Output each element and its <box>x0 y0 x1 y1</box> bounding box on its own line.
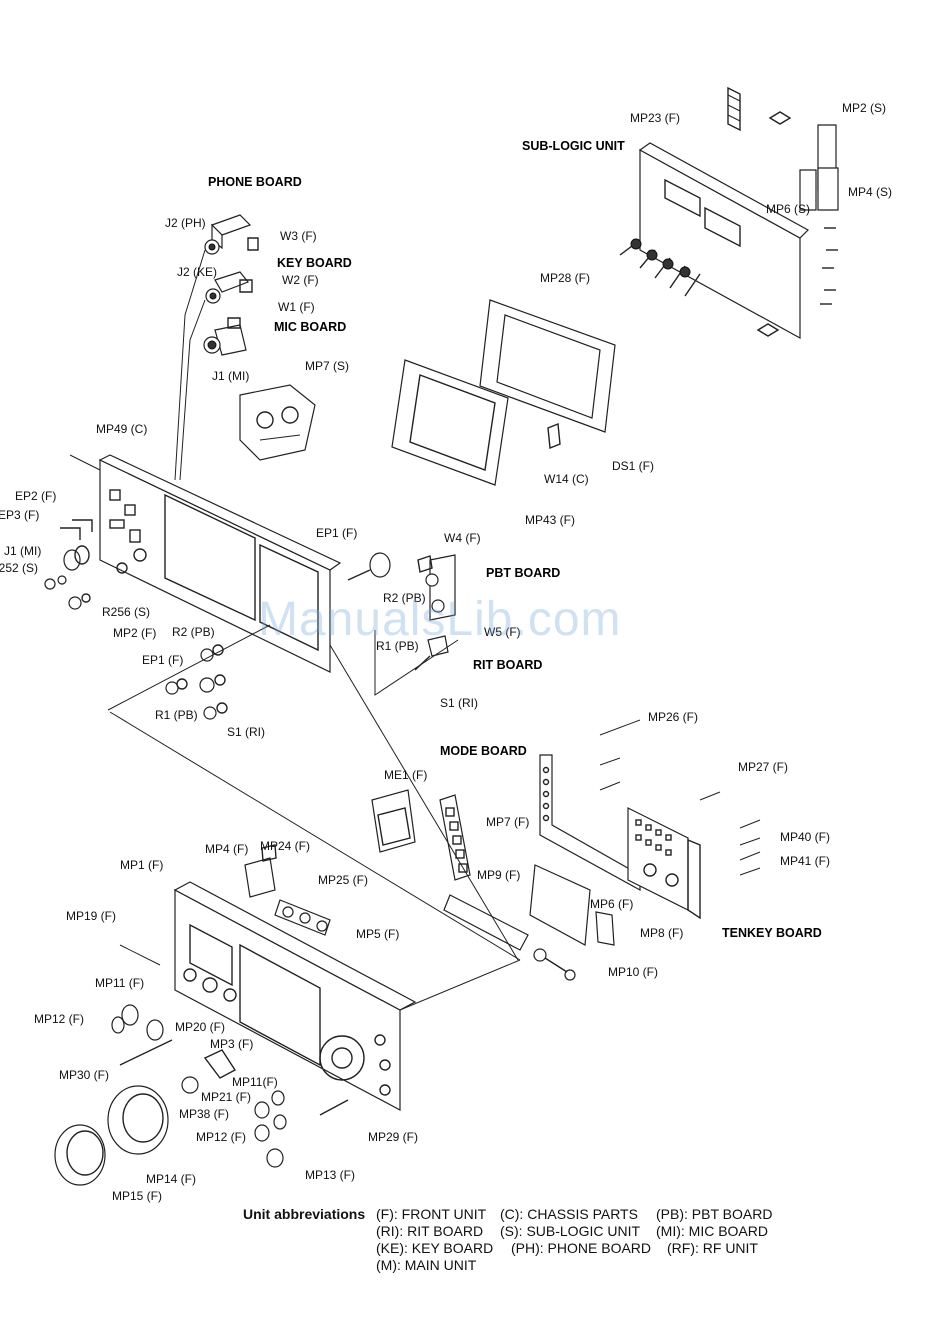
label-s1-ri: S1 (RI) <box>440 696 478 710</box>
legend-item: (KE): KEY BOARD <box>376 1240 494 1256</box>
keypad-parts-drawing <box>371 789 615 981</box>
label-mp12: MP12 (F) <box>34 1012 84 1026</box>
legend-item: (S): SUB-LOGIC UNIT <box>500 1223 641 1239</box>
knobs-dial-drawing <box>54 1004 349 1186</box>
mp7-s-drawing <box>239 384 316 461</box>
label-mp21: MP21 (F) <box>201 1090 251 1104</box>
label-mp10: MP10 (F) <box>608 965 658 979</box>
jack-boards-drawing <box>174 214 259 481</box>
label-w5: W5 (F) <box>484 625 521 639</box>
label-mp49: MP49 (C) <box>96 422 147 436</box>
label-mp11-b: MP11(F) <box>232 1075 278 1089</box>
label-mp3: MP3 (F) <box>210 1037 253 1051</box>
label-w1: W1 (F) <box>278 300 315 314</box>
label-s1-ri-left: S1 (RI) <box>227 725 265 739</box>
legend-item: (MI): MIC BOARD <box>656 1223 768 1239</box>
label-mp28: MP28 (F) <box>540 271 590 285</box>
front-panel-drawing <box>119 881 417 1111</box>
label-mp8: MP8 (F) <box>640 926 683 940</box>
label-mp6-s: MP6 (S) <box>766 202 810 216</box>
label-mp9: MP9 (F) <box>477 868 520 882</box>
mode-tenkey-drawing <box>539 719 761 920</box>
legend-title: Unit abbreviations <box>243 1206 366 1222</box>
label-mp24: MP24 (F) <box>260 839 310 853</box>
label-mp19: MP19 (F) <box>66 909 116 923</box>
legend-item: (PB): PBT BOARD <box>656 1206 773 1222</box>
lcd-display-drawing <box>391 299 616 486</box>
label-mp2-s: MP2 (S) <box>842 101 886 115</box>
label-tenkey-board: TENKEY BOARD <box>722 926 822 940</box>
label-mp40: MP40 (F) <box>780 830 830 844</box>
legend-item: (F): FRONT UNIT <box>376 1206 487 1222</box>
label-mp2-f: MP2 (F) <box>113 626 156 640</box>
label-ep1-top: EP1 (F) <box>316 526 357 540</box>
label-ep3: EP3 (F) <box>0 508 39 522</box>
label-mp15: MP15 (F) <box>112 1189 162 1203</box>
label-j1-mi: J1 (MI) <box>4 544 41 558</box>
label-key-board: KEY BOARD <box>277 256 352 270</box>
switch-parts-drawing <box>244 844 331 936</box>
label-mp26: MP26 (F) <box>648 710 698 724</box>
legend-item: (M): MAIN UNIT <box>376 1257 477 1273</box>
label-mp43: MP43 (F) <box>525 513 575 527</box>
label-mp23: MP23 (F) <box>630 111 680 125</box>
label-mp38: MP38 (F) <box>179 1107 229 1121</box>
label-mp1: MP1 (F) <box>120 858 163 872</box>
label-mp7-f: MP7 (F) <box>486 815 529 829</box>
label-w14: W14 (C) <box>544 472 589 486</box>
label-mp20: MP20 (F) <box>175 1020 225 1034</box>
label-me1: ME1 (F) <box>384 768 427 782</box>
label-r252: R252 (S) <box>0 561 38 575</box>
label-mp14: MP14 (F) <box>146 1172 196 1186</box>
label-mp11: MP11 (F) <box>95 976 144 990</box>
label-sub-logic-unit: SUB-LOGIC UNIT <box>522 139 625 153</box>
label-mp29: MP29 (F) <box>368 1130 418 1144</box>
sub-logic-unit-drawing <box>619 86 839 340</box>
label-w3: W3 (F) <box>280 229 317 243</box>
label-mp30: MP30 (F) <box>59 1068 109 1082</box>
label-mp25: MP25 (F) <box>318 873 368 887</box>
label-mp4-s: MP4 (S) <box>848 185 892 199</box>
label-mp5: MP5 (F) <box>356 927 399 941</box>
legend-item: (PH): PHONE BOARD <box>511 1240 652 1256</box>
label-mp4-f: MP4 (F) <box>205 842 248 856</box>
watermark: ManualsLib.com <box>258 593 622 646</box>
label-mp13: MP13 (F) <box>305 1168 355 1182</box>
front-rings-drawing <box>107 624 271 720</box>
label-w2: W2 (F) <box>282 273 319 287</box>
left-knobs-drawing <box>44 519 93 610</box>
label-j2-ph: J2 (PH) <box>165 216 206 230</box>
label-pbt-board: PBT BOARD <box>486 566 560 580</box>
leader-lines <box>109 644 521 1011</box>
label-ds1: DS1 (F) <box>612 459 654 473</box>
label-mp27: MP27 (F) <box>738 760 788 774</box>
legend-item: (RI): RIT BOARD <box>376 1223 484 1239</box>
legend-item: (C): CHASSIS PARTS <box>500 1206 638 1222</box>
legend-item: (RF): RF UNIT <box>667 1240 758 1256</box>
label-mic-board: MIC BOARD <box>274 320 346 334</box>
label-mp12-b: MP12 (F) <box>196 1130 246 1144</box>
label-rit-board: RIT BOARD <box>473 658 542 672</box>
label-r1-pb: R1 (PB) <box>376 639 419 653</box>
label-mp6-f: MP6 (F) <box>590 897 633 911</box>
label-mp7-s: MP7 (S) <box>305 359 349 373</box>
chassis-plate-drawing <box>69 454 342 673</box>
label-ep1-left: EP1 (F) <box>142 653 183 667</box>
label-j2-ke: J2 (KE) <box>177 265 217 279</box>
label-phone-board: PHONE BOARD <box>208 175 302 189</box>
label-ep2: EP2 (F) <box>15 489 56 503</box>
label-r2-pb: R2 (PB) <box>383 591 426 605</box>
label-r256: R256 (S) <box>102 605 150 619</box>
label-r2-pb-left: R2 (PB) <box>172 625 215 639</box>
label-w4: W4 (F) <box>444 531 481 545</box>
label-j1-mi-top: J1 (MI) <box>212 369 249 383</box>
pbt-rit-drawing <box>347 552 459 696</box>
label-mp41: MP41 (F) <box>780 854 830 868</box>
label-mode-board: MODE BOARD <box>440 744 527 758</box>
label-r1-pb-left: R1 (PB) <box>155 708 198 722</box>
